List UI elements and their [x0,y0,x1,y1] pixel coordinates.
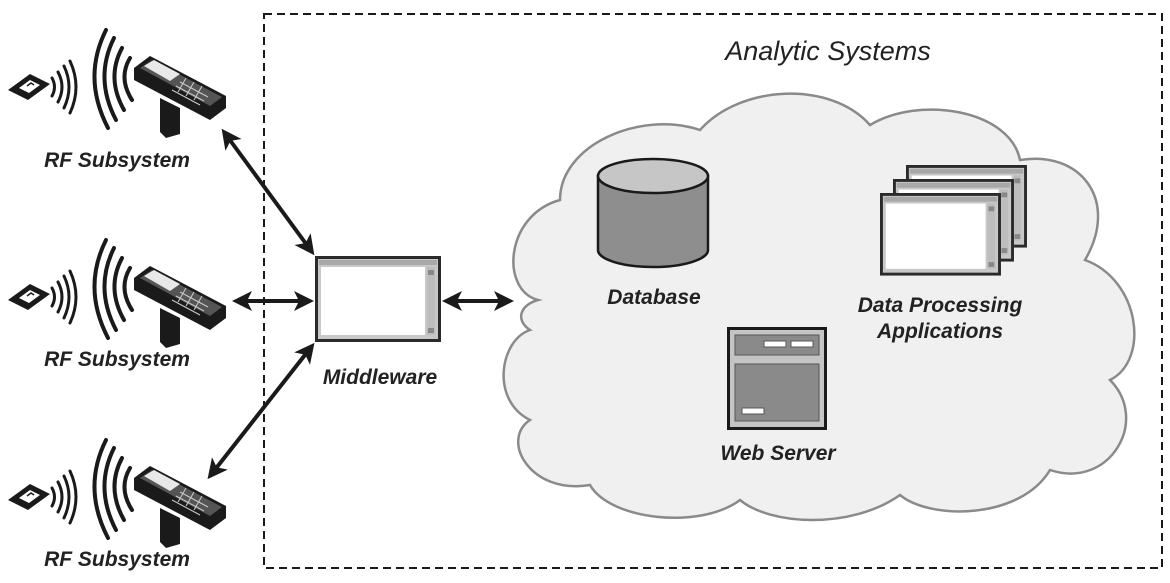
arrow-rf3-middleware [207,342,315,480]
database-label: Database [607,286,701,309]
analytic-systems-title: Analytic Systems [723,36,931,66]
middleware: Middleware [315,256,441,389]
rf-subsystem-label: RF Subsystem [44,149,190,172]
rf-subsystem-2: RF Subsystem [6,238,228,371]
server-panel-icon [727,327,827,430]
middleware-window-icon [315,256,441,342]
web-server: Web Server [720,327,837,465]
middleware-label: Middleware [323,366,438,389]
web-server-label: Web Server [720,442,837,465]
data-processing-applications: Data Processing Applications [858,165,1027,343]
data-processing-label-line2: Applications [876,320,1003,343]
database-cylinder-icon [596,157,710,269]
stacked-windows-icon [880,165,1027,276]
data-processing-label: Data Processing [858,294,1023,317]
arrow-rf1-middleware [221,128,315,256]
rf-subsystem-3: RF Subsystem [6,438,228,571]
database: Database [596,157,710,309]
rf-subsystem-label: RF Subsystem [44,348,190,371]
rf-subsystem-label: RF Subsystem [44,548,190,571]
rf-subsystem-1: RF Subsystem [6,28,228,172]
